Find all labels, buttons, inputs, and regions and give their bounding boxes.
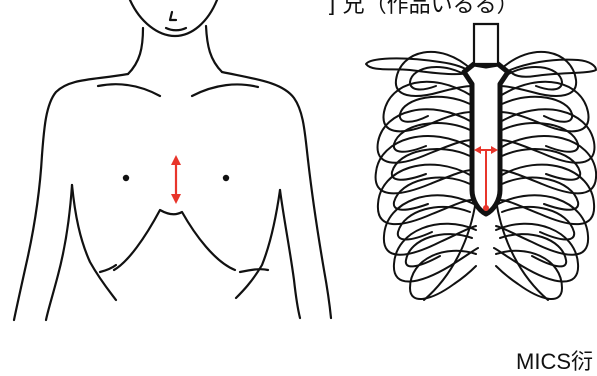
torso-left-side [72, 185, 116, 300]
rib-margin-right-lower [240, 269, 268, 272]
left-nipple [123, 175, 129, 181]
left-rib-1-inner [410, 67, 470, 90]
right-rib-3-inner [502, 123, 578, 152]
neck-right [206, 26, 222, 72]
left-arm-inner [46, 185, 72, 320]
right-arm-outer [308, 160, 331, 318]
left-rib-7 [394, 224, 478, 282]
right-nipple [223, 175, 229, 181]
left-clavicle [98, 84, 160, 96]
right-arm-inner [280, 190, 300, 318]
neck-left [128, 28, 143, 74]
left-shoulder [42, 74, 128, 155]
right-rib-7 [494, 224, 578, 282]
right-clavicle [192, 84, 258, 96]
bottom-caption: MICS衍 [516, 344, 593, 376]
sternum-length-arrow [171, 155, 181, 204]
left-rib-3-inner [394, 123, 470, 152]
rib-margin [114, 210, 235, 270]
nose-line [170, 12, 176, 20]
mouth-line [166, 28, 186, 30]
torso-illustration [14, 0, 331, 320]
left-rib-8 [410, 251, 476, 299]
torso-right-side [236, 190, 280, 298]
left-arm-outer [14, 155, 42, 320]
right-rib-8 [496, 251, 562, 299]
